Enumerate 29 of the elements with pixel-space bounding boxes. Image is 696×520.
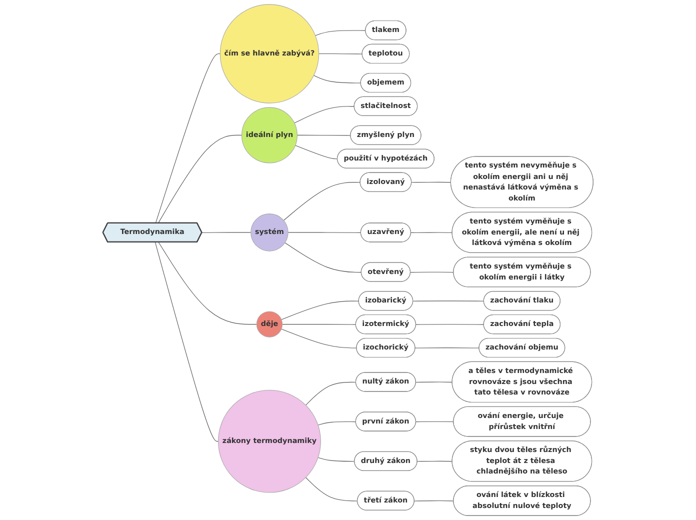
connector	[417, 460, 453, 462]
connector	[411, 182, 452, 183]
connector	[288, 232, 362, 233]
connector	[414, 500, 454, 502]
connector	[283, 182, 361, 221]
connector	[314, 75, 362, 84]
connector	[315, 30, 366, 36]
connector	[158, 134, 242, 224]
connector	[284, 242, 362, 273]
connector	[318, 457, 355, 462]
connector	[155, 53, 220, 224]
connector	[281, 300, 360, 320]
connector	[412, 300, 484, 302]
connector	[282, 324, 356, 325]
connector	[296, 134, 351, 136]
connector	[410, 232, 453, 233]
connector	[294, 106, 355, 124]
connector	[295, 145, 338, 160]
connector	[281, 328, 357, 348]
connector	[158, 242, 257, 325]
connector	[305, 477, 358, 502]
connector	[318, 53, 363, 54]
connector	[416, 324, 484, 325]
connector	[305, 382, 356, 406]
connector	[416, 421, 454, 422]
connector	[154, 242, 219, 442]
connector	[318, 421, 356, 426]
connector	[202, 232, 252, 233]
connector	[410, 272, 454, 273]
